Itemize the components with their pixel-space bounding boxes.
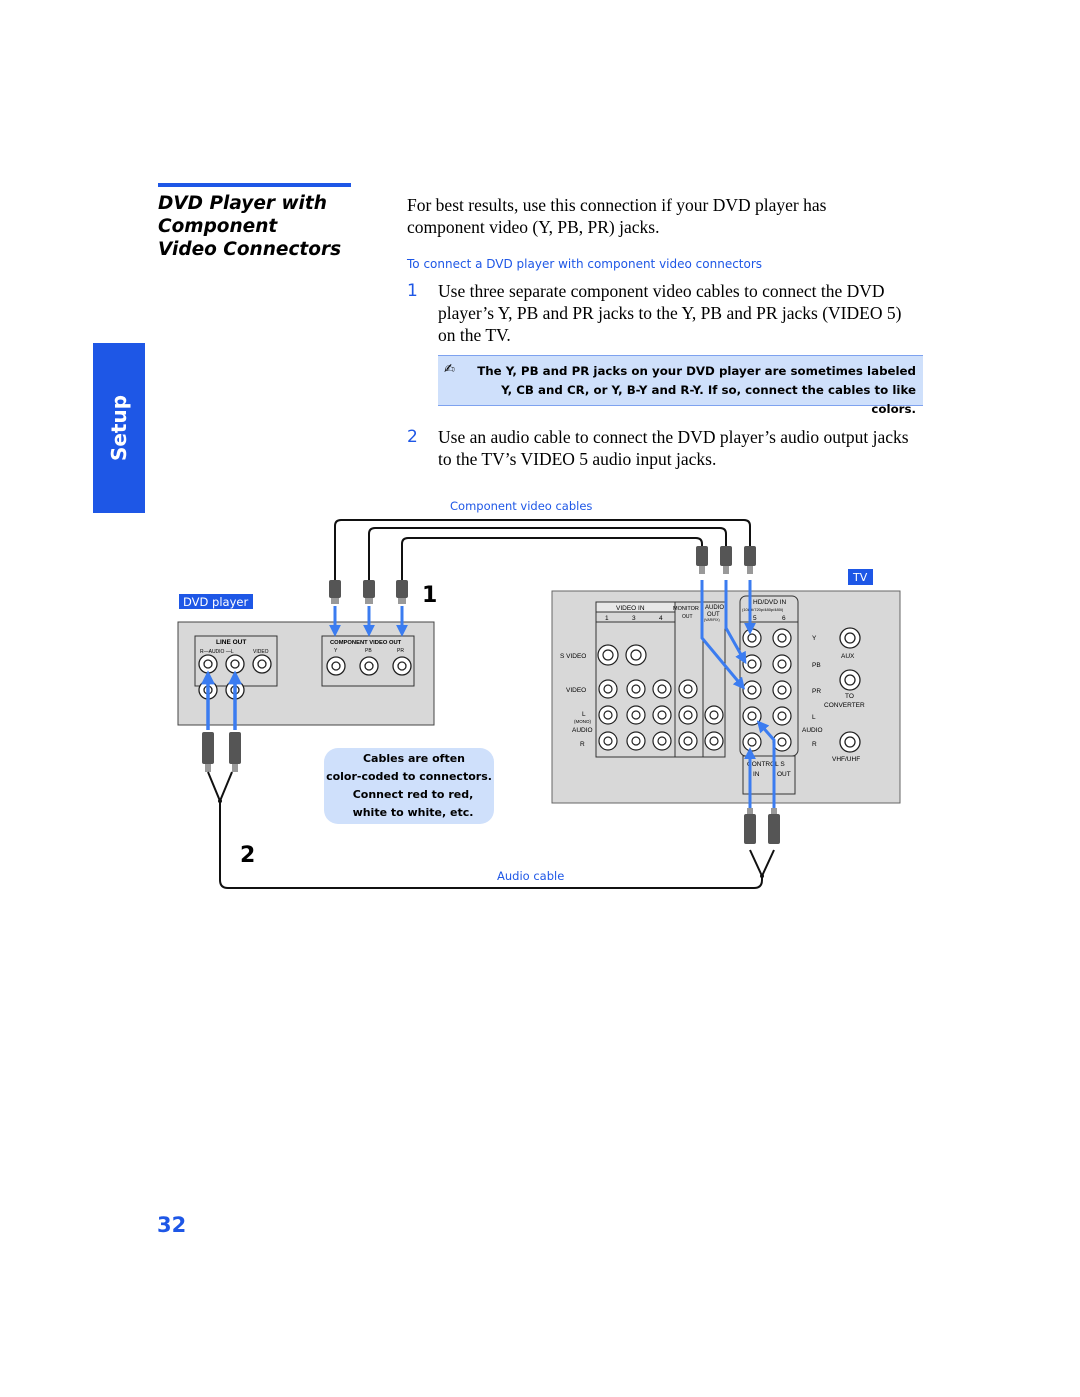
dvd-side-plugs	[329, 580, 408, 604]
control-s-out-label: OUT	[777, 771, 791, 778]
mono-label: (MONO)	[574, 719, 591, 724]
setup-tab-label: Setup	[107, 394, 131, 462]
line-out-label: LINE OUT	[216, 639, 246, 646]
s-video-label: S VIDEO	[560, 653, 586, 660]
tv-r-label: R	[812, 741, 817, 748]
cables-note-line1: Cables are often	[363, 752, 465, 765]
section-title-line2: Component	[158, 216, 278, 237]
step-number: 2	[407, 427, 418, 447]
audio-out-label-3: (VAR/FIX)	[704, 618, 720, 622]
component-video-cables	[334, 519, 751, 582]
dvd-in-sublabel: (1080i/720p/480p/480i)	[742, 607, 784, 612]
audio-row-label: R—AUDIO —L	[200, 649, 234, 655]
cables-note-line3: Connect red to red,	[353, 788, 474, 801]
tv-audio-arrows	[744, 720, 776, 812]
control-s-in-label: IN	[753, 771, 760, 778]
tv-side-plugs	[696, 546, 756, 574]
tv-label: TV	[852, 571, 868, 584]
to-label: TO	[845, 693, 854, 700]
tv-label-bg	[848, 569, 873, 585]
dvd-component-arrows	[329, 606, 408, 637]
cables-note-line4: white to white, etc.	[353, 806, 474, 819]
callout-1: 1	[422, 583, 437, 608]
section-rule	[158, 183, 351, 187]
cables-note-bubble	[324, 748, 494, 824]
vhf-uhf-label: VHF/UHF	[832, 756, 860, 763]
component-out-label: COMPONENT VIDEO OUT	[330, 640, 402, 646]
dvd-player-label-bg	[179, 594, 253, 609]
page-number: 32	[157, 1213, 187, 1237]
video-in-label: VIDEO IN	[616, 605, 645, 612]
l-label: L	[582, 711, 586, 718]
r-label: R	[580, 741, 585, 748]
step-text: Use three separate component video cable…	[438, 281, 902, 345]
step-number: 1	[407, 281, 418, 301]
video-label: VIDEO	[566, 687, 586, 694]
aux-label: AUX	[841, 653, 855, 660]
tv-component-arrows	[700, 580, 756, 690]
connection-diagram: Component video cables 1 DVD player LINE…	[177, 499, 901, 889]
video-out-label: VIDEO	[253, 649, 269, 655]
dvd-component-jacks	[326, 656, 412, 676]
procedure-heading: To connect a DVD player with component v…	[407, 257, 763, 271]
audio-cable-label: Audio cable	[497, 869, 564, 883]
col-3-label: 3	[632, 615, 636, 622]
note-box: ✍ The Y, PB and PR jacks on your DVD pla…	[438, 355, 923, 416]
control-s-block	[742, 755, 796, 795]
audio-out-label-2: OUT	[707, 612, 720, 618]
col-1-label: 1	[605, 615, 609, 622]
pencil-note-icon: ✍	[444, 362, 455, 377]
tv-pb-label: PB	[812, 662, 821, 669]
dvd-in-label: HD/DVD IN	[753, 599, 787, 606]
audio-cable-junction-tv	[760, 874, 764, 878]
callout-2: 2	[240, 843, 255, 868]
intro-text: For best results, use this connection if…	[407, 195, 827, 237]
col-4-label: 4	[659, 615, 663, 622]
audio-cable-junction-dvd	[218, 799, 222, 803]
tv-pr-label: PR	[812, 688, 821, 695]
converter-label: CONVERTER	[824, 702, 865, 709]
cables-note-line2: color-coded to connectors.	[326, 770, 492, 783]
antenna-jacks	[839, 627, 861, 753]
component-cables-label: Component video cables	[450, 499, 592, 513]
dvd-player-label: DVD player	[183, 595, 248, 609]
col-6-label: 6	[782, 615, 786, 622]
monitor-label: MONITOR	[673, 606, 699, 612]
col-5-label: 5	[753, 615, 757, 622]
s-video-jacks	[597, 644, 647, 666]
section-title-line1: DVD Player with	[158, 193, 327, 214]
audio-label: AUDIO	[572, 727, 593, 734]
dvd-audio-arrows	[201, 670, 242, 730]
note-text: The Y, PB and PR jacks on your DVD playe…	[477, 364, 916, 416]
monitor-out-label: OUT	[682, 614, 693, 620]
tv-audio-label: AUDIO	[802, 727, 823, 734]
section-title: DVD Player with Component Video Connecto…	[158, 192, 358, 261]
control-s-label: CONTROL S	[747, 761, 785, 768]
tv-input-jacks	[598, 679, 724, 751]
tv-audio-plugs	[744, 808, 780, 844]
dvd-audio-plugs	[202, 732, 241, 772]
dvd-y-label: Y	[334, 648, 338, 654]
tv-l-label: L	[812, 714, 816, 721]
setup-tab: Setup	[93, 343, 145, 513]
tv-y-label: Y	[812, 635, 817, 642]
dvd-audio-jacks	[198, 654, 272, 700]
step-text: Use an audio cable to connect the DVD pl…	[438, 427, 909, 469]
dvd-pb-label: PB	[365, 648, 372, 654]
dvd-in-jacks	[742, 628, 792, 752]
section-title-line3: Video Connectors	[158, 239, 342, 260]
dvd-pr-label: PR	[397, 648, 404, 654]
audio-out-label-1: AUDIO	[705, 605, 724, 611]
